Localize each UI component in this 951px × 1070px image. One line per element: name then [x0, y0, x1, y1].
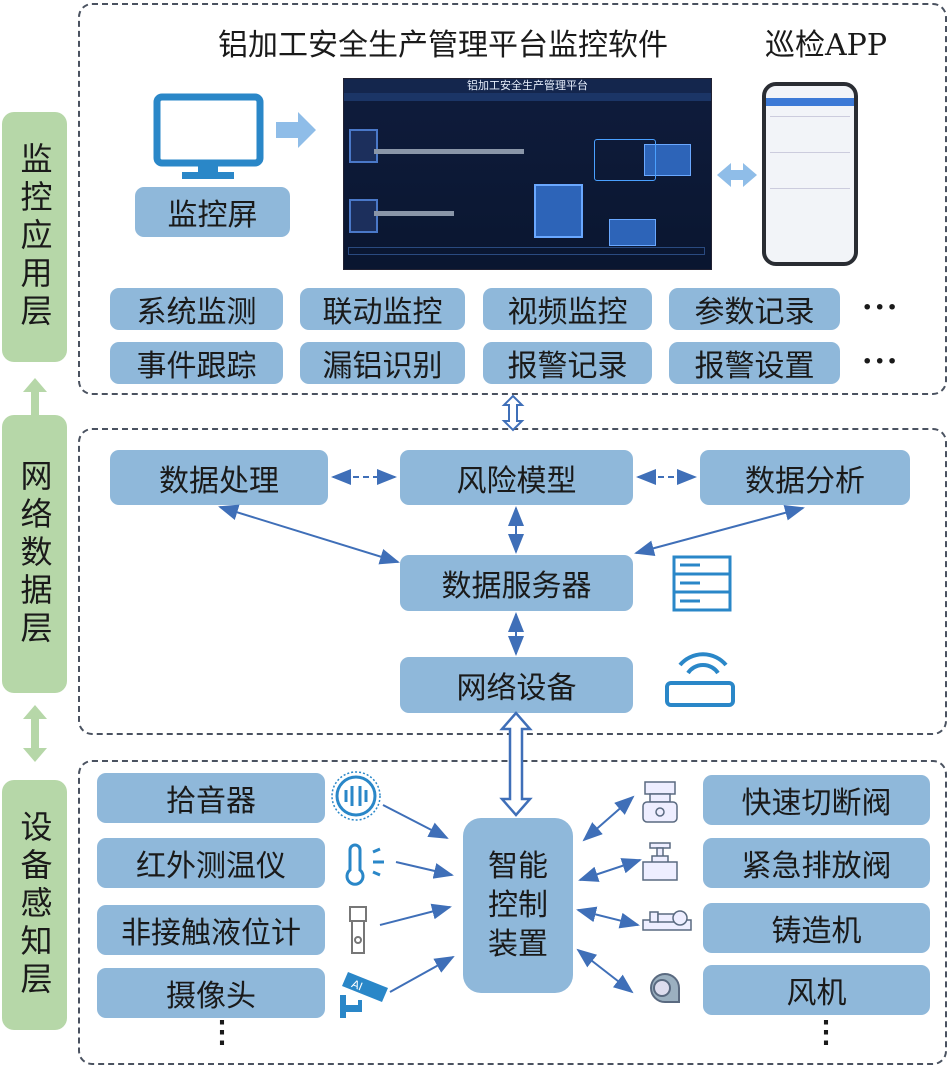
layer-device-label: 设备感知层 — [15, 810, 54, 1000]
platform-screen-title: 铝加工安全生产管理平台 — [344, 79, 711, 93]
function-alarm-record: 报警记录 — [483, 342, 652, 384]
smart-controller-box: 智能控制装置 — [463, 818, 573, 993]
vertical-ellipsis: ⋮ — [811, 1015, 843, 1050]
layer-device: 设备感知层 — [2, 780, 67, 1030]
actuator-casting-machine: 铸造机 — [703, 903, 930, 953]
risk-model-box: 风险模型 — [400, 450, 633, 505]
sensor-sound-pickup: 拾音器 — [97, 773, 325, 823]
function-system-monitoring: 系统监测 — [110, 288, 283, 330]
monitor-screen-box: 监控屏 — [135, 187, 290, 237]
data-processing-box: 数据处理 — [110, 450, 328, 505]
function-event-tracking: 事件跟踪 — [110, 342, 283, 384]
layer-network: 网络数据层 — [2, 415, 67, 693]
sensor-infrared-thermometer: 红外测温仪 — [97, 838, 325, 888]
layer-app: 监控应用层 — [2, 112, 67, 362]
function-leak-detection: 漏铝识别 — [300, 342, 465, 384]
vertical-ellipsis: ⋮ — [207, 1015, 239, 1050]
actuator-emergency-discharge-valve: 紧急排放阀 — [703, 838, 930, 888]
function-parameter-record: 参数记录 — [669, 288, 840, 330]
function-video-monitoring: 视频监控 — [483, 288, 652, 330]
sensor-level-gauge: 非接触液位计 — [97, 905, 325, 955]
actuator-fan: 风机 — [703, 965, 930, 1015]
layer-network-label: 网络数据层 — [15, 459, 54, 649]
ellipsis: ··· — [862, 290, 900, 325]
layer-app-label: 监控应用层 — [15, 142, 54, 332]
software-title: 铝加工安全生产管理平台监控软件 — [218, 28, 668, 63]
function-alarm-settings: 报警设置 — [669, 342, 840, 384]
app-title: 巡检APP — [765, 28, 888, 63]
sensor-camera: 摄像头 — [97, 968, 325, 1018]
inspection-app-phone — [762, 82, 858, 266]
platform-screenshot: 铝加工安全生产管理平台 — [343, 78, 712, 270]
app-network-double-arrow — [501, 394, 525, 432]
actuator-quick-shutoff-valve: 快速切断阀 — [703, 775, 930, 825]
network-device-box: 网络设备 — [400, 657, 633, 713]
app-layer-container — [78, 3, 947, 395]
ellipsis: ··· — [862, 344, 900, 379]
function-linkage-monitoring: 联动监控 — [300, 288, 465, 330]
data-analysis-box: 数据分析 — [700, 450, 910, 505]
data-server-box: 数据服务器 — [400, 555, 633, 611]
